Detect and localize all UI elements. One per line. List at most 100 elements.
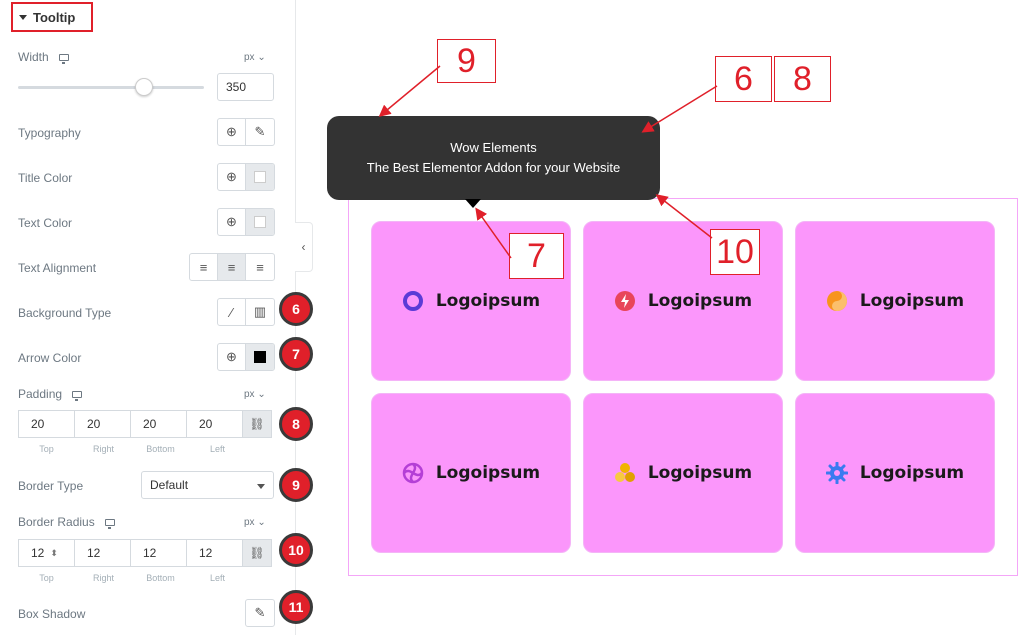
radius-left-input[interactable]: 12 — [186, 539, 243, 567]
padding-right-input[interactable]: 20 — [74, 410, 131, 438]
monitor-icon — [104, 519, 115, 530]
background-type-label: Background Type — [18, 306, 112, 320]
pencil-icon[interactable]: ✎ — [254, 605, 266, 620]
width-input[interactable]: 350 — [217, 73, 274, 101]
padding-left-input[interactable]: 20 — [186, 410, 243, 438]
bolt-icon — [614, 291, 635, 311]
padding-label: Padding — [18, 387, 83, 402]
padding-unit-select[interactable]: px ⌄ — [244, 389, 266, 400]
box-shadow-controls: ✎ — [245, 599, 275, 627]
collapse-panel-button[interactable]: ‹ — [295, 222, 313, 272]
callout-10: 10 — [710, 229, 760, 275]
logo-text: Logoipsum — [435, 463, 541, 483]
width-unit-select[interactable]: px ⌄ — [244, 52, 266, 63]
gear-icon — [825, 462, 848, 484]
radius-bottom-input[interactable]: 12 — [130, 539, 187, 567]
text-color-swatch[interactable] — [246, 209, 274, 235]
radius-top-input[interactable]: 12⬍ — [18, 539, 75, 567]
tooltip-arrow — [465, 199, 481, 208]
section-title: Tooltip — [33, 9, 76, 25]
border-type-value: Default — [150, 478, 189, 492]
align-left-icon[interactable]: ≡ — [190, 254, 218, 280]
pencil-icon[interactable]: ✎ — [254, 124, 266, 139]
logo-text: Logoipsum — [859, 463, 965, 483]
padding-bottom-input[interactable]: 20 — [130, 410, 187, 438]
tooltip-text: The Best Elementor Addon for your Websit… — [366, 160, 621, 175]
dim-label-left: Left — [209, 444, 225, 454]
padding-top-input[interactable]: 20 — [18, 410, 75, 438]
badge-8: 8 — [279, 407, 313, 441]
logo-card[interactable]: Logoipsum — [583, 393, 783, 553]
callout-9: 9 — [437, 39, 496, 83]
logo-card[interactable]: Logoipsum — [583, 221, 783, 381]
dim-label-bottom: Bottom — [146, 573, 175, 583]
border-radius-label: Border Radius — [18, 515, 115, 530]
gradient-icon[interactable]: ▥ — [253, 304, 267, 319]
tooltip-section-header[interactable]: Tooltip — [11, 2, 93, 32]
border-radius-unit-select[interactable]: px ⌄ — [244, 517, 266, 528]
border-type-select[interactable]: Default — [141, 471, 274, 499]
arrow-7 — [475, 207, 512, 259]
brush-icon[interactable]: ⁄ — [218, 299, 246, 325]
width-slider-track[interactable] — [18, 86, 204, 89]
dim-label-top: Top — [39, 444, 54, 454]
globe-icon[interactable]: ⊕ — [218, 209, 246, 235]
callout-6: 6 — [715, 56, 772, 102]
arrow-6 — [641, 85, 718, 133]
radius-right-input[interactable]: 12 — [74, 539, 131, 567]
arrow-9 — [378, 65, 441, 117]
globe-icon[interactable]: ⊕ — [218, 164, 246, 190]
link-icon[interactable]: ⛓ — [242, 539, 272, 567]
yin-icon — [826, 291, 847, 311]
text-color-label: Text Color — [18, 216, 73, 230]
callout-8: 8 — [774, 56, 831, 102]
align-center-icon[interactable]: ≡ — [218, 254, 246, 280]
tooltip-title: Wow Elements — [450, 140, 537, 155]
widget-container — [348, 198, 1018, 576]
logo-text: Logoipsum — [859, 291, 965, 311]
arrow-color-swatch[interactable] — [246, 344, 274, 370]
arrow-10 — [655, 194, 713, 239]
border-type-label: Border Type — [18, 479, 84, 493]
title-color-label: Title Color — [18, 171, 73, 185]
stepper-icon[interactable]: ⬍ — [50, 547, 58, 558]
background-type-controls: ⁄ ▥ — [217, 298, 275, 326]
align-right-icon[interactable]: ≡ — [256, 259, 264, 275]
text-alignment-controls: ≡ ≡ ≡ — [189, 253, 275, 281]
badge-6: 6 — [279, 292, 313, 326]
dim-label-right: Right — [92, 573, 114, 583]
globe-icon[interactable]: ⊕ — [218, 344, 246, 370]
swirl-icon — [402, 462, 424, 484]
badge-11: 11 — [279, 590, 313, 624]
dim-label-right: Right — [92, 444, 114, 454]
editor-panel: Tooltip Width px ⌄ 350 Typography ⊕ ✎ Ti… — [0, 0, 313, 635]
ring-icon — [402, 291, 423, 311]
badge-10: 10 — [279, 533, 313, 567]
badge-7: 7 — [279, 337, 313, 371]
tooltip-preview: Wow Elements The Best Elementor Addon fo… — [327, 116, 660, 208]
logo-text: Logoipsum — [647, 463, 753, 483]
logo-card[interactable]: Logoipsum — [795, 221, 995, 381]
logo-card[interactable]: Logoipsum — [795, 393, 995, 553]
border-radius-inputs: 12⬍ 12 12 12 ⛓ — [18, 539, 272, 567]
logo-card[interactable]: Logoipsum — [371, 393, 571, 553]
monitor-icon — [58, 54, 69, 65]
dim-label-bottom: Bottom — [146, 444, 175, 454]
width-slider-thumb[interactable] — [135, 78, 154, 96]
caret-down-icon — [19, 14, 27, 20]
link-icon[interactable]: ⛓ — [242, 410, 272, 438]
globe-icon[interactable]: ⊕ — [218, 119, 246, 145]
dim-label-top: Top — [39, 573, 54, 583]
text-alignment-label: Text Alignment — [18, 261, 97, 275]
box-shadow-label: Box Shadow — [18, 607, 86, 621]
typography-label: Typography — [18, 126, 81, 140]
text-color-controls: ⊕ — [217, 208, 275, 236]
typography-controls: ⊕ ✎ — [217, 118, 275, 146]
padding-inputs: 20 20 20 20 ⛓ — [18, 410, 272, 438]
title-color-swatch[interactable] — [246, 164, 274, 190]
dim-label-left: Left — [209, 573, 225, 583]
triangle-icon — [614, 463, 635, 482]
logo-text: Logoipsum — [647, 291, 753, 311]
title-color-controls: ⊕ — [217, 163, 275, 191]
